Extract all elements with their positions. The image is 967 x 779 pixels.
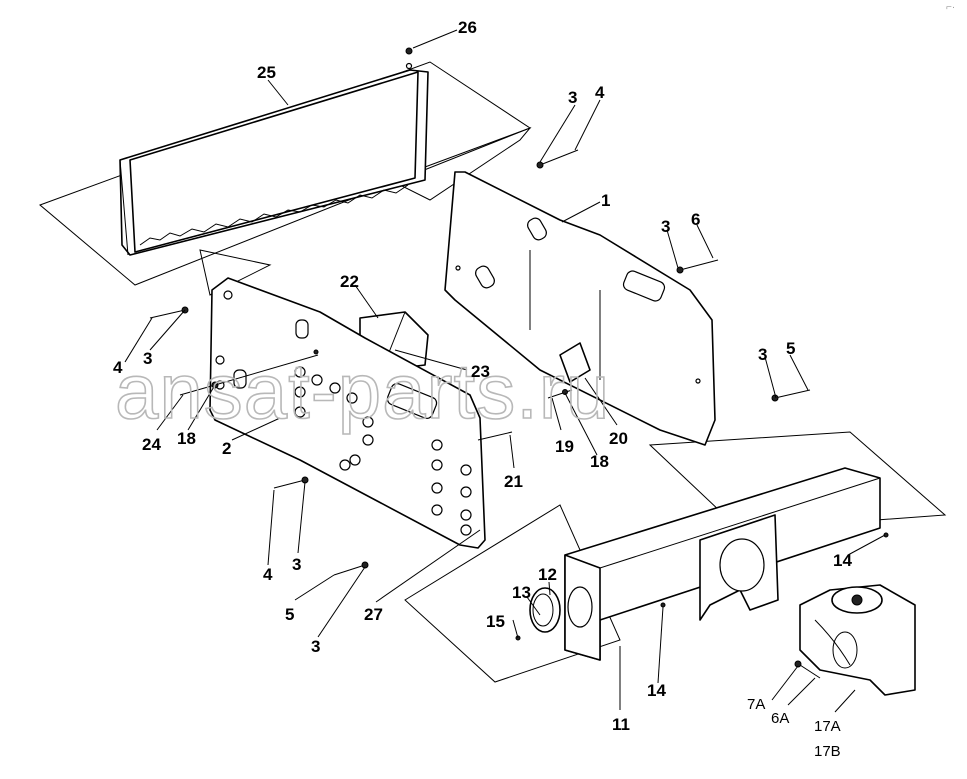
- bolt-4-top: [539, 149, 579, 166]
- callout-18-left: 18: [177, 429, 196, 448]
- plane-bottom: [404, 504, 621, 683]
- corner-mark: ⌐·: [946, 2, 955, 13]
- callout-3-farright: 3: [758, 345, 767, 364]
- callout-5-right: 5: [786, 339, 795, 358]
- plate-1-slot-b: [475, 265, 495, 289]
- callout-3-left: 3: [143, 349, 152, 368]
- plate-1-pin-b: [695, 378, 701, 384]
- callout-6a: 6A: [771, 710, 789, 727]
- bolt-5-bottom: [333, 564, 366, 576]
- callout-26: 26: [458, 18, 477, 37]
- bolt-5-right: [774, 389, 811, 399]
- washer-3-top: [536, 161, 544, 169]
- bolt-24: [179, 384, 216, 396]
- part-17-knuckle: [799, 584, 916, 696]
- callout-5-bottom: 5: [285, 605, 294, 624]
- part-12-13-end-caps: [529, 587, 561, 633]
- callout-23: 23: [471, 362, 490, 381]
- callout-24: 24: [142, 435, 161, 454]
- plane-top-right-strip: [388, 126, 532, 201]
- plate-1-pin: [455, 265, 461, 271]
- callout-3-lowest: 3: [311, 637, 320, 656]
- bolt-21: [477, 431, 513, 441]
- washer-3-right: [676, 266, 684, 274]
- part-12-cap: [529, 587, 561, 633]
- guard-teeth: [139, 184, 409, 246]
- callout-3-top: 3: [568, 88, 577, 107]
- part-11-frame-beam: [564, 467, 881, 661]
- callout-4-top: 4: [595, 83, 605, 102]
- callout-11: 11: [612, 715, 630, 734]
- callout-6: 6: [691, 210, 700, 229]
- knuckle-bore: [832, 631, 858, 669]
- callout-22: 22: [340, 272, 359, 291]
- plate-1-slot-a: [527, 217, 547, 241]
- callout-25: 25: [257, 63, 276, 82]
- plate-2-slot: [295, 319, 309, 339]
- part-13-seal: [532, 593, 554, 627]
- callout-19: 19: [555, 437, 574, 456]
- callout-labels: 25 26 3 4 1 3 6 22 23 4 3 24 18 2 19 18 …: [113, 18, 852, 760]
- callout-14-rear: 14: [833, 551, 852, 570]
- callout-17a: 17A: [814, 718, 841, 735]
- callout-4-left: 4: [113, 358, 123, 377]
- leader-lines: [124, 29, 886, 713]
- beam-bearing-bore: [719, 538, 765, 592]
- watermark-text: ansat-parts.ru: [115, 347, 610, 435]
- callout-14-front: 14: [647, 681, 666, 700]
- callout-3-right: 3: [661, 217, 670, 236]
- callout-18-mid: 18: [590, 452, 609, 471]
- callout-1: 1: [601, 191, 610, 210]
- callout-27: 27: [364, 605, 383, 624]
- bolt-6: [679, 259, 719, 271]
- fitting-14-front: [660, 602, 666, 608]
- plane-right: [648, 431, 947, 531]
- guard-inner: [129, 71, 419, 253]
- knuckle-hub: [851, 594, 863, 606]
- washer-3-lower: [361, 561, 369, 569]
- part-1-right-plate: [444, 171, 716, 446]
- callout-21: 21: [504, 472, 523, 491]
- callout-17b: 17B: [814, 743, 841, 760]
- part-20-bracket: [559, 342, 591, 383]
- callout-20: 20: [609, 429, 628, 448]
- callout-13: 13: [512, 583, 531, 602]
- callout-4-bottom: 4: [263, 565, 273, 584]
- plate-2-window: [386, 383, 438, 419]
- callout-15: 15: [486, 612, 505, 631]
- knuckle-arm: [814, 619, 851, 666]
- callout-7a: 7A: [747, 696, 765, 713]
- plate-2-holes: [215, 290, 472, 536]
- plane-mid-small: [199, 249, 272, 296]
- washer-18-mid: [562, 389, 568, 395]
- plate-2-outline: [209, 277, 486, 549]
- bolt-19: [547, 389, 573, 399]
- bolt-6a: [799, 664, 821, 679]
- fitting-23: [313, 349, 319, 355]
- beam-end-bore: [567, 586, 593, 628]
- callout-3-bottom: 3: [292, 555, 301, 574]
- part-26-bolt: [405, 47, 413, 55]
- guard-top-hole: [405, 62, 413, 70]
- plate-1-window: [622, 270, 666, 302]
- part-25-top-guard: [119, 47, 429, 256]
- bolt-4-bottom: [273, 479, 306, 489]
- callout-2: 2: [222, 439, 231, 458]
- plate-1-outline: [444, 171, 716, 446]
- washer-7a: [794, 660, 802, 668]
- fasteners: [149, 149, 889, 679]
- part-2-left-plate: [209, 277, 486, 549]
- guard-left-edge: [119, 159, 129, 256]
- callout-12: 12: [538, 565, 557, 584]
- bolt-4-left: [149, 309, 186, 319]
